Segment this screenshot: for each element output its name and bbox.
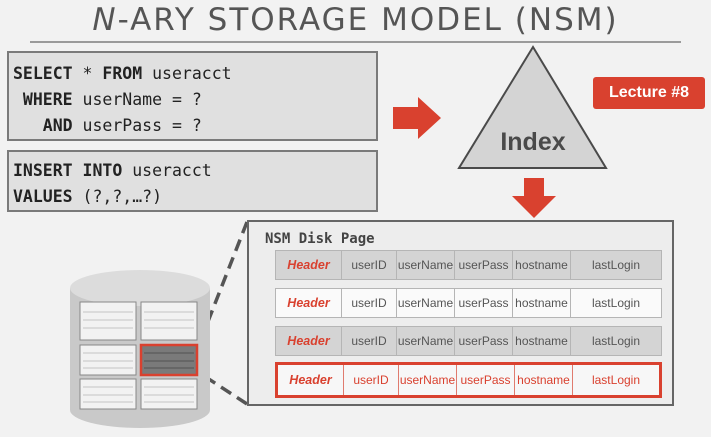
cell-user-id: userID [342, 251, 397, 279]
title-divider [30, 41, 681, 43]
cell-user-pass: userPass [455, 327, 513, 355]
insert-table: useracct [122, 161, 212, 180]
cell-user-name: userName [397, 289, 455, 317]
kw-select: SELECT [13, 64, 73, 83]
cell-last-login: lastLogin [591, 334, 641, 348]
cell-user-name: userName [399, 365, 457, 395]
cell-last-login: lastLogin [591, 373, 641, 387]
index-label: Index [500, 128, 565, 156]
kw-and: AND [13, 116, 73, 135]
kw-from: FROM [102, 64, 143, 83]
cell-user-pass: userPass [455, 289, 513, 317]
cell-last-login: lastLogin [591, 258, 641, 272]
insert-query-box: INSERT INTO useracct VALUES (?,?,…?) [7, 150, 378, 212]
kw-insert-into: INSERT INTO [13, 161, 123, 180]
cell-hostname: hostname [513, 327, 571, 355]
cell-user-pass: userPass [455, 251, 513, 279]
cell-hostname: hostname [513, 289, 571, 317]
down-arrow-icon [512, 178, 556, 218]
where-clause: userName = ? [72, 90, 202, 109]
cell-user-id: userID [342, 327, 397, 355]
kw-values: VALUES [13, 187, 73, 206]
cell-user-id: userID [344, 365, 399, 395]
cell-user-name: userName [397, 251, 455, 279]
database-cylinder-icon [70, 270, 210, 428]
cell-user-pass: userPass [457, 365, 515, 395]
and-clause: userPass = ? [72, 116, 202, 135]
lecture-badge: Lecture #8 [593, 77, 705, 109]
cell-last-login: lastLogin [591, 296, 641, 310]
select-star: * [72, 64, 103, 83]
cell-hostname: hostname [515, 365, 573, 395]
cell-user-name: userName [397, 327, 455, 355]
index-triangle-icon [457, 45, 608, 169]
select-query-box: SELECT * FROM useracct WHERE userName = … [7, 51, 378, 141]
cell-header: Header [278, 365, 344, 395]
cell-header: Header [276, 327, 342, 355]
cell-user-id: userID [342, 289, 397, 317]
cell-header: Header [276, 289, 342, 317]
select-table: useracct [142, 64, 232, 83]
disk-page-label: NSM Disk Page [265, 231, 375, 247]
values-clause: (?,?,…?) [72, 187, 163, 206]
title-rest: -ARY STORAGE MODEL (NSM) [117, 2, 619, 38]
page-title: N-ARY STORAGE MODEL (NSM) [0, 0, 711, 44]
kw-where: WHERE [13, 90, 73, 109]
title-prefix: N [92, 2, 118, 38]
right-arrow-icon [393, 97, 441, 139]
cell-header: Header [276, 251, 342, 279]
cell-hostname: hostname [513, 251, 571, 279]
